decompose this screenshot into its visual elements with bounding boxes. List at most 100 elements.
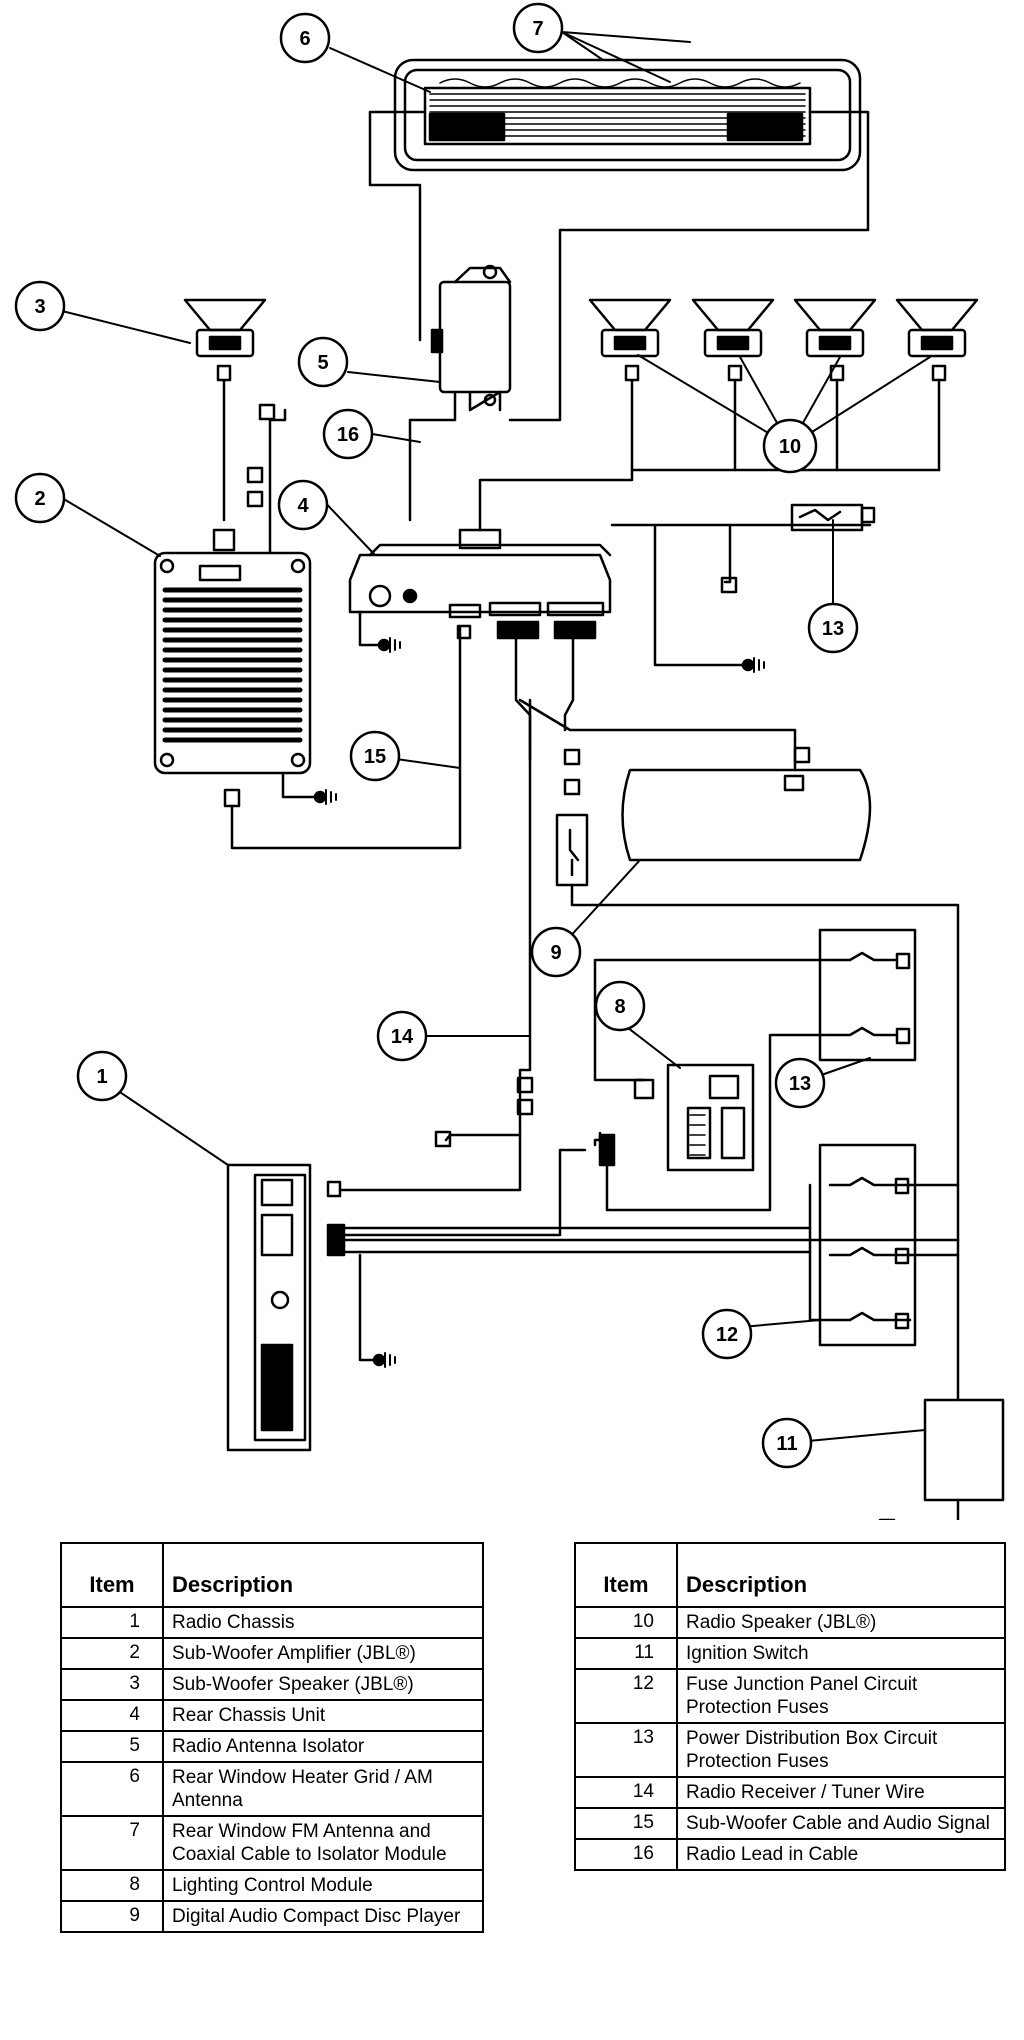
callout-3-text: 3 [34, 296, 45, 318]
radio-tuner-wire [338, 698, 534, 1192]
item-number: 16 [574, 1838, 678, 1871]
callout-9-text: 9 [550, 942, 561, 964]
item-description: Ignition Switch [676, 1637, 1006, 1670]
item-description: Radio Receiver / Tuner Wire [676, 1776, 1006, 1809]
item-number: 1 [60, 1606, 164, 1639]
rear-window-antenna [368, 58, 870, 422]
item-description: Radio Speaker (JBL®) [676, 1606, 1006, 1639]
table-header-row: Item Description [60, 1542, 484, 1608]
item-number: 8 [60, 1869, 164, 1902]
radio-antenna-isolator [408, 264, 512, 522]
item-description: Lighting Control Module [162, 1869, 484, 1902]
compact-disc-player [518, 698, 960, 1402]
rear-chassis-unit [348, 503, 876, 742]
item-number: 3 [60, 1668, 164, 1701]
callout-9: 9 [530, 926, 582, 978]
callouts: 6 7 3 5 16 2 4 10 13 15 9 14 8 13 1 12 1… [14, 2, 859, 1469]
item-description: Power Distribution Box Circuit Protectio… [676, 1722, 1006, 1778]
item-number: 5 [60, 1730, 164, 1763]
item-description: Radio Antenna Isolator [162, 1730, 484, 1763]
item-number: 4 [60, 1699, 164, 1732]
table-header-row: Item Description [574, 1542, 1006, 1608]
callout-10-text: 10 [779, 436, 801, 458]
item-number: 2 [60, 1637, 164, 1670]
item-description: Sub-Woofer Amplifier (JBL®) [162, 1637, 484, 1670]
item-description: Fuse Junction Panel Circuit Protection F… [676, 1668, 1006, 1724]
item-number: 14 [574, 1776, 678, 1809]
radio-speakers [478, 298, 979, 532]
callout-13-lower-text: 13 [789, 1073, 811, 1095]
callout-14: 14 [376, 1010, 428, 1062]
callout-4: 4 [277, 479, 329, 531]
lighting-control-module [593, 958, 832, 1212]
item-number: 13 [574, 1722, 678, 1778]
item-number: 6 [60, 1761, 164, 1817]
item-description: Radio Chassis [162, 1606, 484, 1639]
sub-woofer-speaker [183, 298, 267, 522]
item-description: Rear Chassis Unit [162, 1699, 484, 1732]
item-description: Radio Lead in Cable [676, 1838, 1006, 1871]
item-description: Sub-Woofer Speaker (JBL®) [162, 1668, 484, 1701]
callout-11: 11 [761, 1417, 813, 1469]
ignition-switch [878, 1398, 1005, 1520]
callout-8-text: 8 [614, 996, 625, 1018]
callout-6-text: 6 [299, 28, 310, 50]
fuse-junction-panel [808, 1143, 960, 1347]
ground-symbols [325, 637, 765, 1368]
callout-3: 3 [14, 280, 66, 332]
callout-2-text: 2 [34, 488, 45, 510]
column-header-description: Description [676, 1542, 1006, 1608]
item-number: 10 [574, 1606, 678, 1639]
callout-13-lower: 13 [774, 1057, 826, 1109]
callout-13-upper: 13 [807, 602, 859, 654]
callout-13-upper-text: 13 [822, 618, 844, 640]
column-header-item: Item [574, 1542, 678, 1608]
sub-woofer-amplifier [153, 403, 462, 850]
item-number: 9 [60, 1900, 164, 1933]
callout-15-text: 15 [364, 746, 386, 768]
item-description: Digital Audio Compact Disc Player [162, 1900, 484, 1933]
item-number: 15 [574, 1807, 678, 1840]
radio-chassis [226, 1148, 960, 1452]
callout-5-text: 5 [317, 352, 328, 374]
callout-1: 1 [76, 1050, 128, 1102]
callout-5: 5 [297, 336, 349, 388]
callout-1-text: 1 [96, 1066, 107, 1088]
callout-16-text: 16 [337, 424, 359, 446]
item-description: Rear Window FM Antenna and Coaxial Cable… [162, 1815, 484, 1871]
callout-2: 2 [14, 472, 66, 524]
callout-10: 10 [762, 418, 818, 474]
column-header-item: Item [60, 1542, 164, 1608]
callout-7-text: 7 [532, 18, 543, 40]
column-header-description: Description [162, 1542, 484, 1608]
callout-8: 8 [594, 980, 646, 1032]
callout-12-text: 12 [716, 1324, 738, 1346]
power-distribution-fuses-lower [818, 928, 917, 1062]
radio-system-wiring-diagram: 6 7 3 5 16 2 4 10 13 15 9 14 8 13 1 12 1… [14, 2, 1005, 1520]
callout-4-text: 4 [297, 495, 309, 517]
item-number: 11 [574, 1637, 678, 1670]
callout-12: 12 [701, 1308, 753, 1360]
callout-16: 16 [322, 408, 374, 460]
callout-14-text: 14 [391, 1026, 414, 1048]
callout-6: 6 [279, 12, 331, 64]
item-description: Rear Window Heater Grid / AM Antenna [162, 1761, 484, 1817]
callout-7: 7 [512, 2, 564, 54]
item-number: 12 [574, 1668, 678, 1724]
